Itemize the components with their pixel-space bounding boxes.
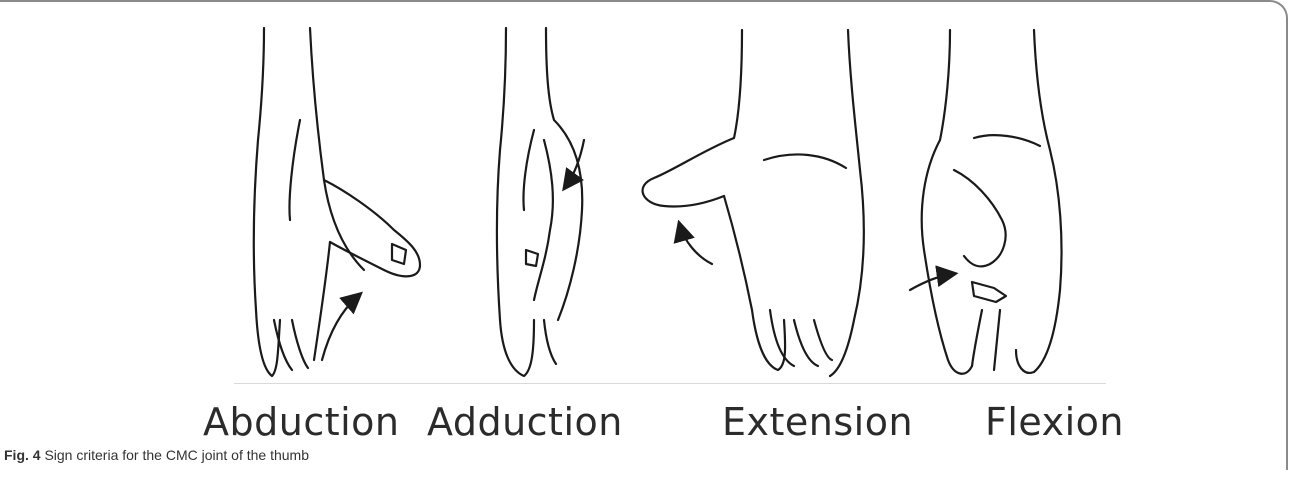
- label-adduction: Adduction: [427, 400, 623, 444]
- caption-number: Fig. 4: [4, 447, 41, 463]
- illustration-bottom-rule: [234, 383, 1106, 384]
- hand-thumb-extension-icon: [643, 30, 864, 376]
- thumb-motion-illustration: [234, 20, 1106, 386]
- hand-thumb-flexion-icon: [910, 30, 1062, 374]
- caption-text: Sign criteria for the CMC joint of the t…: [41, 447, 309, 463]
- label-extension: Extension: [722, 400, 913, 444]
- label-flexion: Flexion: [985, 400, 1124, 444]
- figure-caption: Fig. 4 Sign criteria for the CMC joint o…: [4, 447, 309, 463]
- hand-thumb-adduction-icon: [497, 28, 584, 376]
- hand-thumb-abduction-icon: [254, 28, 420, 376]
- label-abduction: Abduction: [203, 400, 400, 444]
